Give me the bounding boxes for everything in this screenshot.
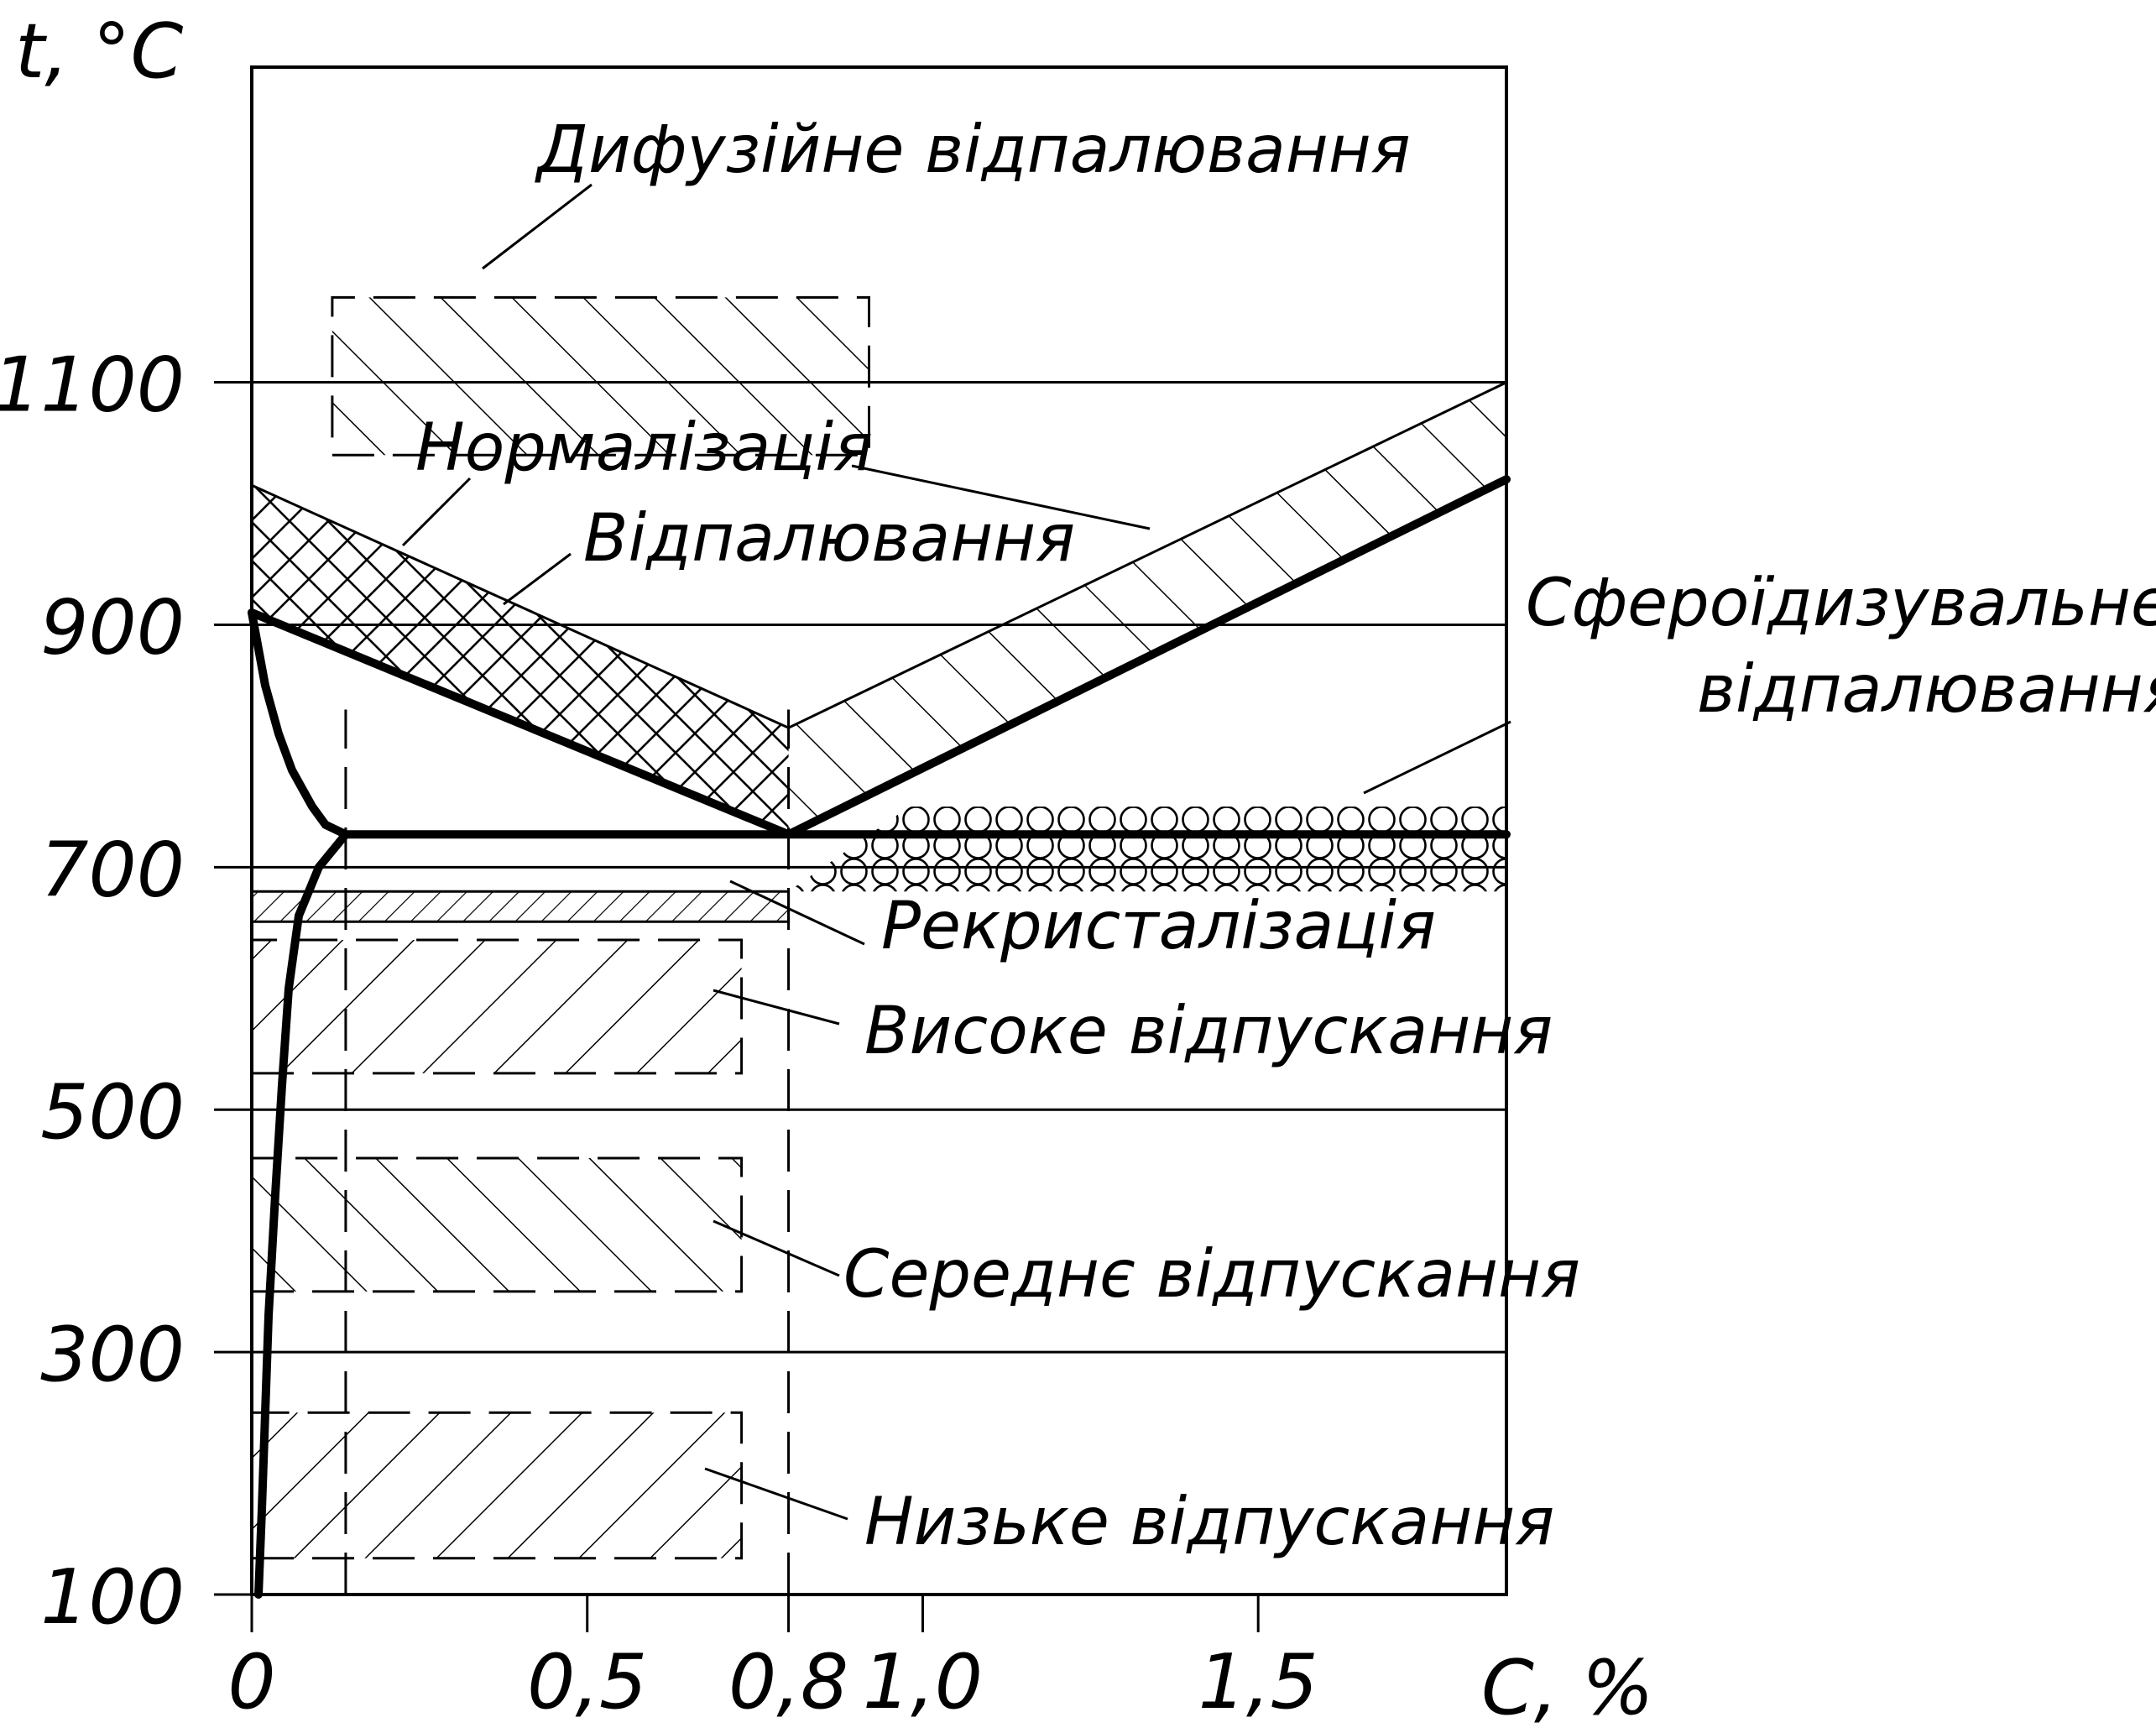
- leader-low-tempering: [704, 1467, 848, 1521]
- region-low-tempering: [250, 1411, 744, 1560]
- label-spheroidizing-line2: відпалювання: [1697, 652, 2156, 728]
- label-low-tempering: Низьке відпускання: [864, 1485, 1554, 1560]
- x-axis-title: C, %: [1481, 1644, 1654, 1732]
- x-tick-label: 1,0: [863, 1638, 983, 1726]
- y-tick-labels: 100 300 500 700 900 1100: [0, 342, 185, 1642]
- region-normalization: [788, 382, 1506, 835]
- treatment-regions: [250, 295, 1507, 1560]
- y-tick-label: 100: [40, 1553, 185, 1642]
- leader-normalization-left: [401, 477, 472, 547]
- y-tick-marks: [214, 381, 252, 1596]
- y-tick-label: 1100: [0, 342, 185, 430]
- region-recrystallization: [250, 890, 791, 923]
- y-tick-label: 300: [40, 1311, 185, 1399]
- x-tick-label: 0,5: [527, 1638, 647, 1726]
- x-tick-label: 0,8: [728, 1638, 848, 1726]
- y-tick-label: 900: [40, 583, 185, 671]
- phase-lines: [248, 475, 1511, 1599]
- line-pq: [254, 830, 350, 1599]
- label-high-tempering: Високе відпускання: [864, 994, 1553, 1069]
- leader-diffusion: [482, 183, 593, 270]
- leader-recrystallization: [729, 880, 865, 946]
- leader-medium-tempering: [713, 1219, 840, 1277]
- x-tick-label: 1,5: [1198, 1638, 1318, 1726]
- y-tick-label: 500: [40, 1068, 185, 1156]
- region-labels: Дифузійне відпалювання Нормалізація Відп…: [415, 112, 2156, 1560]
- label-normalization: Нормалізація: [415, 410, 873, 486]
- label-spheroidizing-line1: Сфероїдизувальне: [1526, 566, 2156, 641]
- leader-annealing: [503, 552, 572, 606]
- region-spheroidizing-annealing: [788, 806, 1506, 892]
- y-tick-label: 700: [40, 826, 185, 914]
- label-medium-tempering: Середнє відпускання: [843, 1237, 1580, 1313]
- label-annealing: Відпалювання: [583, 501, 1075, 577]
- leader-high-tempering: [713, 989, 840, 1026]
- line-a3: [248, 608, 793, 839]
- x-tick-marks: [250, 1595, 1260, 1632]
- y-axis-title: t, °C: [15, 8, 184, 96]
- label-diffusion-annealing: Дифузійне відпалювання: [535, 112, 1411, 188]
- region-diffusion-annealing: [331, 295, 870, 457]
- region-annealing: [252, 485, 789, 835]
- leader-lines: [401, 183, 1511, 1521]
- leader-spheroidizing: [1363, 720, 1511, 795]
- label-recrystallization: Рекристалізація: [881, 889, 1436, 964]
- leader-normalization-right: [851, 464, 1151, 530]
- line-gp: [248, 608, 350, 839]
- region-medium-tempering: [250, 1156, 744, 1293]
- line-acm: [784, 475, 1511, 839]
- region-high-tempering: [250, 938, 744, 1075]
- x-tick-label: 0: [227, 1638, 275, 1726]
- dashed-verticals: [344, 709, 791, 1595]
